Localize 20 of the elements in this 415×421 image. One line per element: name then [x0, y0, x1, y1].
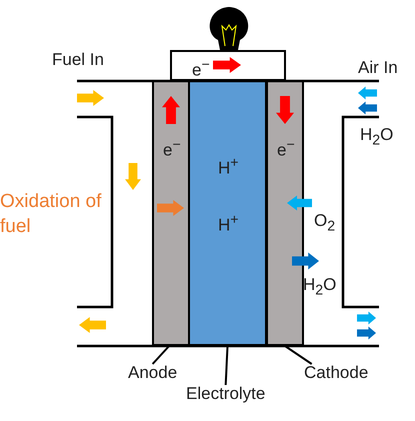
process-label: Oxidation of fuel: [0, 190, 102, 239]
cathode-plate: [266, 80, 304, 346]
electron-label: e$^{−}$: [163, 138, 181, 160]
leader-line: [152, 345, 170, 365]
electron-label: e$^{−}$: [192, 58, 210, 80]
part-label: Electrolyte: [186, 383, 266, 406]
leader-line: [284, 345, 312, 365]
part-label: Cathode: [304, 362, 368, 384]
inlet-label: Fuel In: [52, 49, 104, 71]
external-load-box: [170, 50, 286, 81]
proton-label: H$^{+}$: [218, 213, 239, 236]
electron-label: e$^{−}$: [277, 138, 295, 160]
reactant-label: O$_{2}$: [314, 210, 336, 236]
proton-label: H$^{+}$: [218, 156, 239, 178]
electrolyte-layer: [188, 80, 267, 346]
inlet-label: Air In: [358, 57, 398, 79]
product-label: H$_{2}$O: [360, 124, 394, 150]
part-label: Anode: [128, 362, 178, 384]
product-label: H$_{2}$O: [303, 274, 336, 300]
leader-line: [224, 346, 228, 386]
